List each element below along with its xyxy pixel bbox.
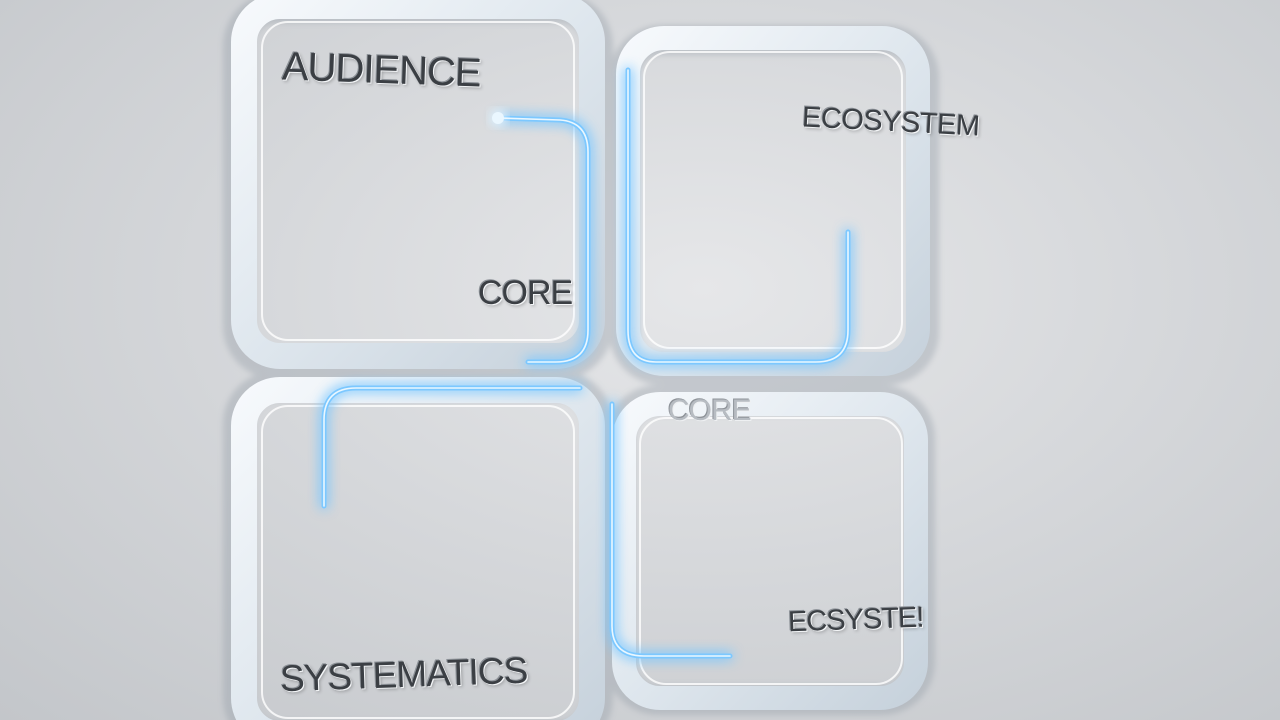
label-core-upper: CORE [478, 274, 573, 312]
glow-dot [492, 112, 504, 124]
pane-bottom-right [612, 392, 928, 710]
label-core-center: CORE [668, 394, 752, 427]
pane-inner-highlights [261, 21, 903, 719]
label-systematics: SYSTEMATICS [279, 649, 528, 700]
pane-top-left [231, 0, 605, 369]
label-audience: AUDIENCE [281, 44, 482, 96]
pane-top-right [616, 26, 930, 376]
glow-cores [323, 69, 849, 657]
label-ecosystem-partial: ECSYSTE! [787, 601, 924, 639]
